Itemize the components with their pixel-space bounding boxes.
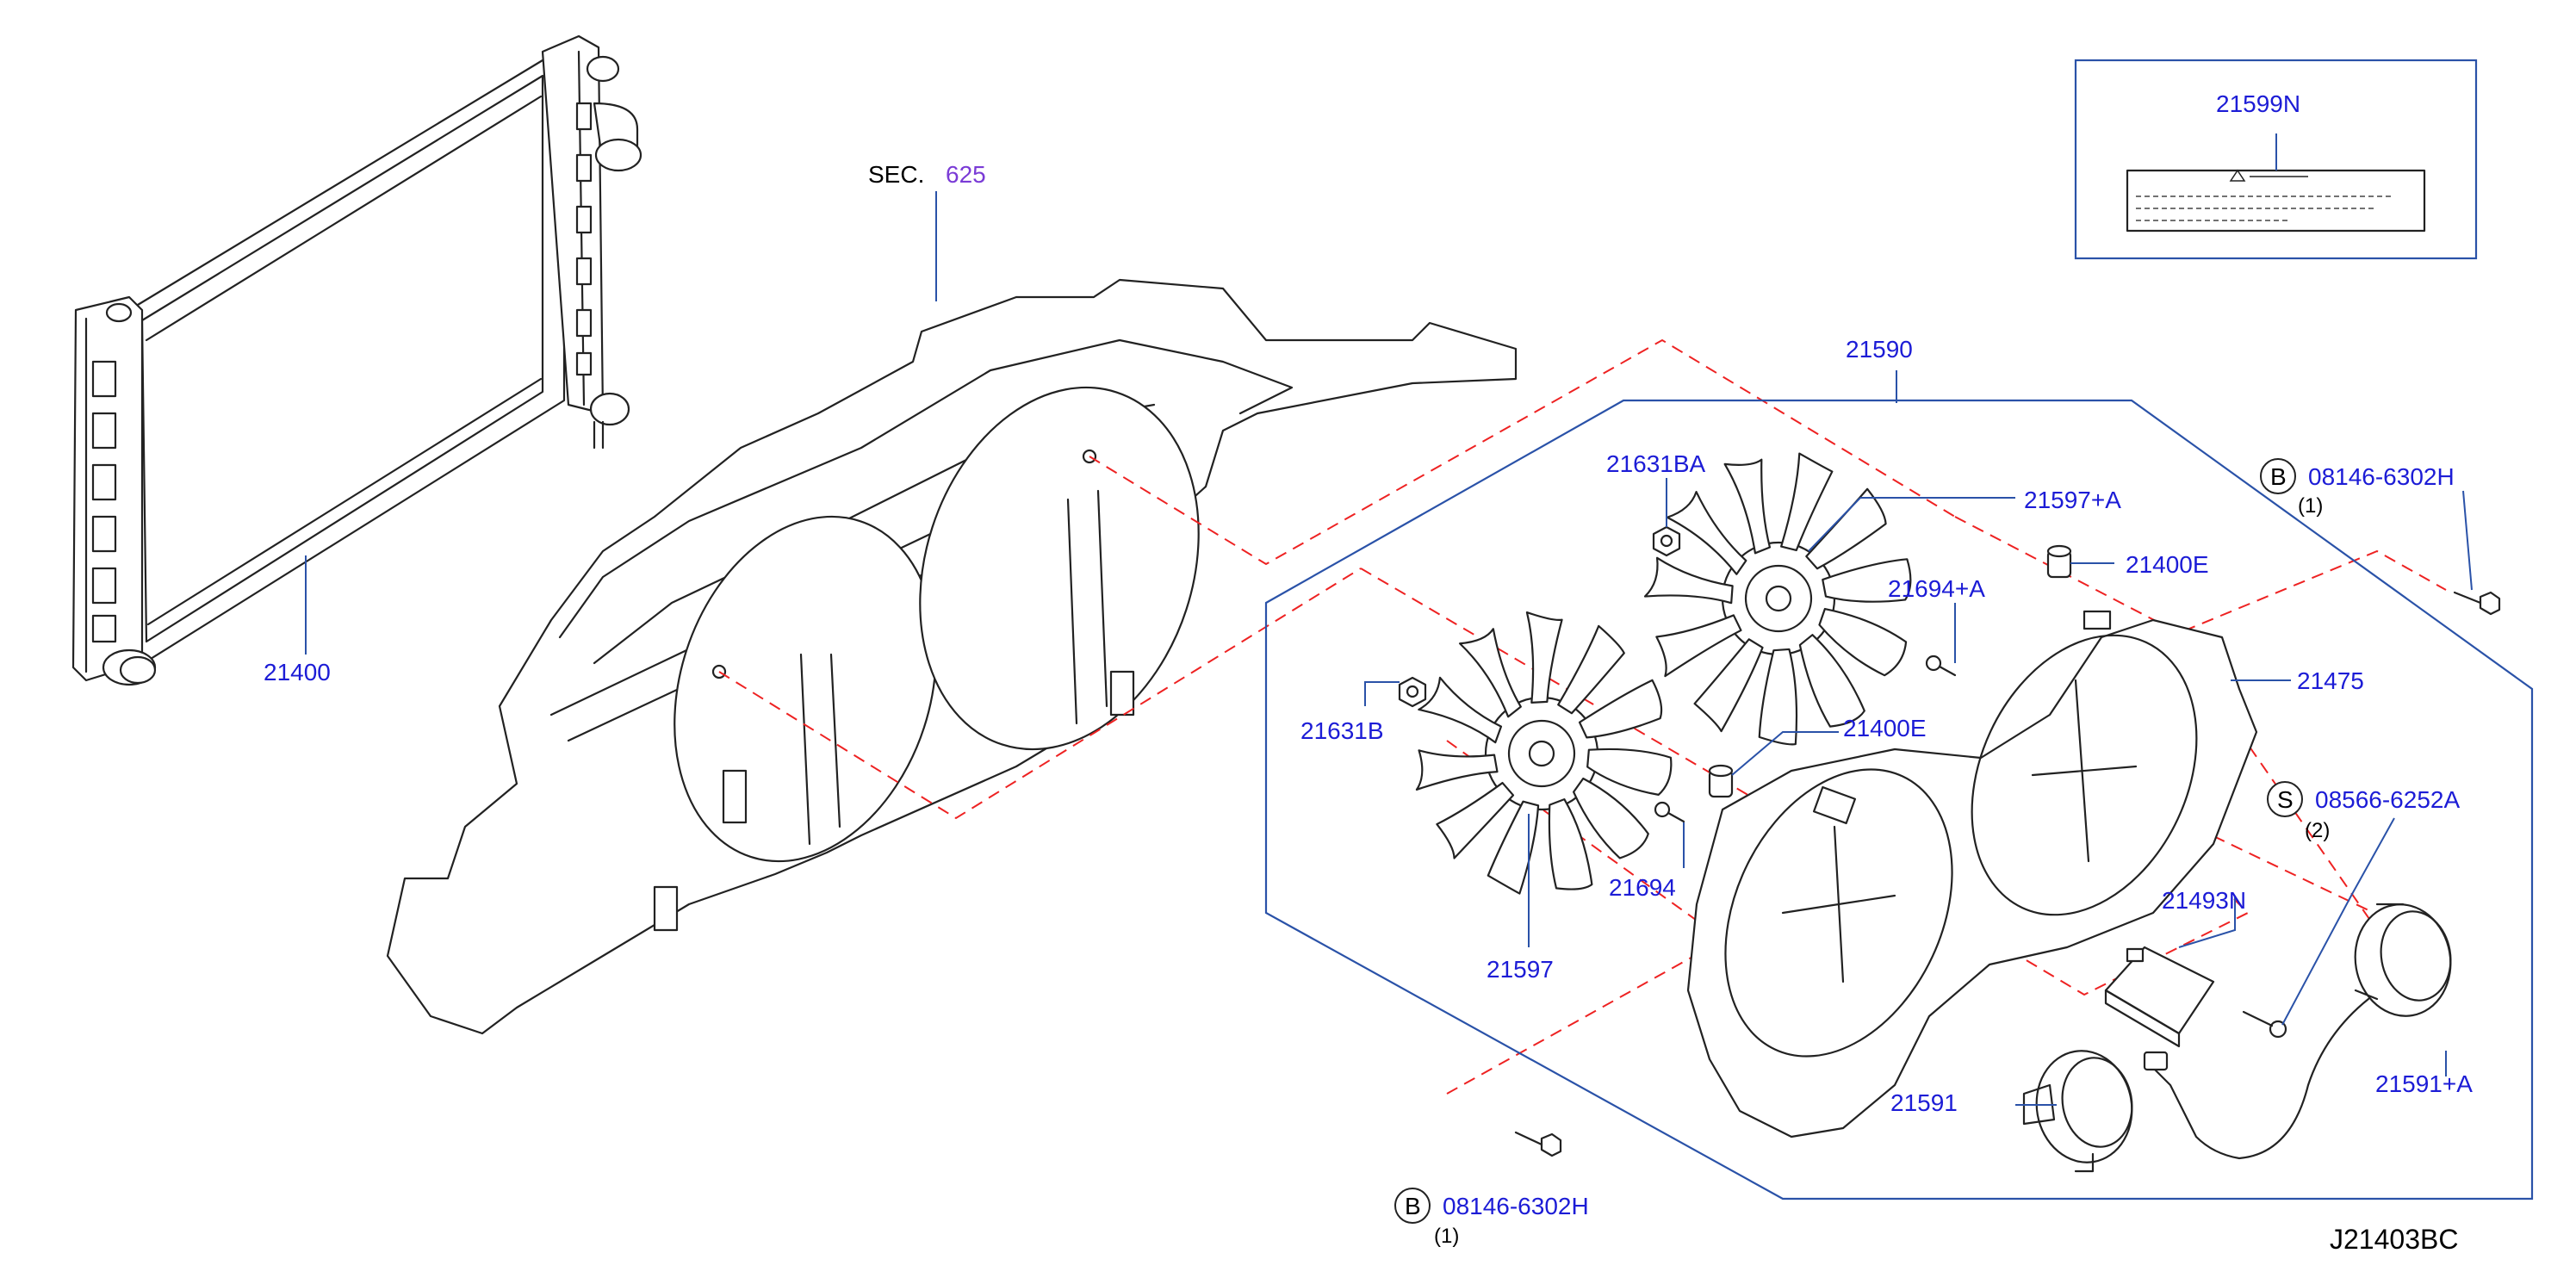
bolt-symbol-circle (1394, 1188, 1431, 1224)
callout-21400e-upper[interactable]: 21400E (2126, 551, 2209, 578)
bolt-symbol: B (1405, 1193, 1421, 1219)
callout-21590[interactable]: 21590 (1846, 336, 1913, 363)
diagram-code: J21403BC (2330, 1224, 2458, 1255)
fan-upper-drawing (1643, 452, 1912, 746)
callout-21400[interactable]: 21400 (264, 659, 331, 686)
leader-lines (305, 133, 2473, 1106)
bolt-qty: (1) (2298, 494, 2323, 518)
callout-labels: SEC. 625 21400 21590 21599N 21631BA 2159… (264, 90, 2473, 1255)
fan-blade (1798, 634, 1865, 728)
callout-21591-a[interactable]: 21591+A (2375, 1070, 2473, 1097)
callout-21597[interactable]: 21597 (1487, 956, 1554, 983)
callout-21493n[interactable]: 21493N (2162, 887, 2246, 914)
fan-blade (1758, 648, 1798, 746)
fan-blade (1525, 611, 1563, 704)
callout-08566-6252a[interactable]: 08566-6252A (2315, 786, 2460, 813)
fan-blade (1666, 490, 1747, 575)
callout-21694-a[interactable]: 21694+A (1888, 575, 1985, 602)
core-support-drawing (386, 278, 1518, 1035)
radiator-drawing (71, 34, 642, 686)
fan-blade (1643, 556, 1734, 605)
screw-qty: (2) (2305, 819, 2330, 842)
resistor-drawing (2104, 946, 2215, 1048)
fan-blade (1557, 624, 1625, 715)
screw-symbol: S (2277, 786, 2294, 813)
section-number-link[interactable]: 625 (946, 161, 986, 188)
assembly-frame (1264, 399, 2534, 1200)
fan-blade (1418, 676, 1503, 744)
callout-21631ba[interactable]: 21631BA (1606, 450, 1706, 477)
fan-blade (1578, 679, 1663, 739)
screw-symbol-circle (2267, 781, 2303, 817)
callout-21400e-lower[interactable]: 21400E (1843, 715, 1927, 741)
fan-blade (1586, 748, 1673, 796)
shroud-drawing (1686, 610, 2258, 1138)
fan-blade (1573, 777, 1649, 859)
fan-blade (1415, 749, 1499, 791)
fan-blade (1818, 607, 1908, 677)
callout-08146-6302h-upper[interactable]: 08146-6302H (2308, 463, 2455, 490)
fan-blade (1822, 558, 1912, 603)
callout-21597-a[interactable]: 21597+A (2024, 487, 2121, 513)
callout-21694[interactable]: 21694 (1609, 874, 1676, 901)
fan-blade (1436, 781, 1515, 859)
fan-blade (1655, 614, 1742, 678)
callout-08146-6302h-lower[interactable]: 08146-6302H (1443, 1193, 1589, 1219)
fan-blade (1723, 458, 1772, 555)
callout-21599n[interactable]: 21599N (2216, 90, 2300, 117)
fan-lower-drawing (1415, 611, 1673, 895)
bolt-symbol: B (2270, 463, 2287, 490)
hardware-drawing (1398, 525, 2501, 1157)
callout-21591[interactable]: 21591 (1890, 1089, 1958, 1116)
fan-blade (1487, 800, 1540, 895)
fan-blade (1548, 798, 1593, 890)
fan-blade (1458, 628, 1522, 718)
section-prefix: SEC. (868, 161, 924, 188)
bolt-symbol-circle (2260, 458, 2296, 494)
motor-left-drawing (2022, 1050, 2133, 1173)
fan-blade (1780, 452, 1834, 552)
fan-blade (1693, 638, 1764, 733)
caution-label-box (2074, 59, 2478, 260)
bolt-qty: (1) (1434, 1225, 1459, 1248)
motor-right-drawing (2143, 903, 2452, 1160)
callout-21475[interactable]: 21475 (2297, 667, 2364, 694)
callout-21631b[interactable]: 21631B (1300, 717, 1384, 744)
